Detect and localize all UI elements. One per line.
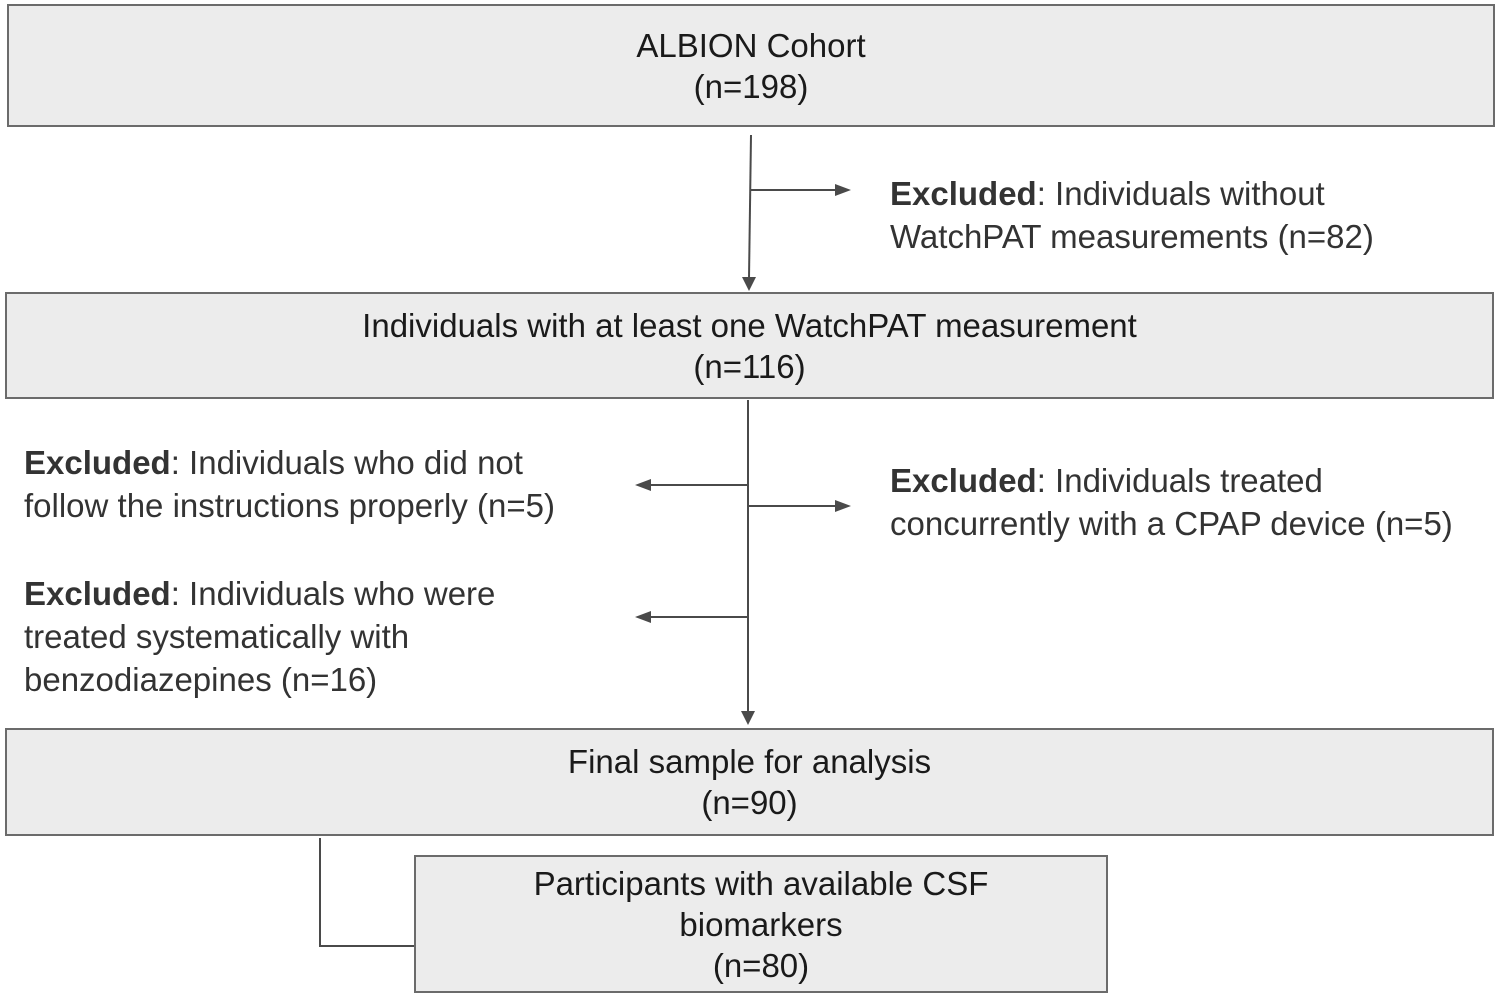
exclusion-text: benzodiazepines (n=16) [24, 661, 378, 698]
box-albion-cohort-count: (n=198) [693, 67, 809, 105]
box-final-sample-title: Final sample for analysis [567, 743, 932, 780]
exclusion-no-watchpat: Excluded: Individuals without WatchPAT m… [890, 172, 1374, 258]
exclusion-text: : Individuals who were [170, 575, 496, 612]
arrowhead-down-watchpat [742, 277, 756, 291]
connector-final-to-csf [319, 838, 414, 947]
exclusion-instructions: Excluded: Individuals who did not follow… [24, 441, 555, 527]
exclusion-label: Excluded [24, 444, 171, 481]
connector-cohort-to-watchpat [748, 134, 752, 279]
exclusion-benzodiazepines: Excluded: Individuals who were treated s… [24, 572, 495, 701]
exclusion-text: follow the instructions properly (n=5) [24, 487, 555, 524]
exclusion-label: Excluded [890, 462, 1037, 499]
box-csf-count: (n=80) [712, 946, 810, 984]
box-csf-title-line1: Participants with available CSF [533, 864, 989, 902]
exclusion-text: : Individuals treated [1036, 462, 1323, 499]
exclusion-text: WatchPAT measurements (n=82) [890, 218, 1374, 255]
box-watchpat: Individuals with at least one WatchPAT m… [5, 292, 1494, 399]
box-albion-cohort-title: ALBION Cohort [636, 26, 866, 64]
exclusion-text: concurrently with a CPAP device (n=5) [890, 505, 1453, 542]
box-csf-biomarkers: Participants with available CSF biomarke… [414, 855, 1108, 993]
box-final-sample-count: (n=90) [701, 784, 798, 821]
box-albion-cohort: ALBION Cohort (n=198) [7, 4, 1495, 127]
box-watchpat-count: (n=116) [693, 347, 806, 385]
exclusion-label: Excluded [24, 575, 171, 612]
arrowhead-left-benzo [635, 611, 651, 623]
arrowhead-right-cpap [835, 500, 851, 512]
arrowhead-right-no-watchpat [835, 184, 851, 196]
arrowhead-down-final [741, 711, 755, 725]
exclusion-text: treated systematically with [24, 618, 410, 655]
exclusion-text: : Individuals who did not [170, 444, 523, 481]
exclusion-text: : Individuals without [1036, 175, 1325, 212]
box-final-sample: Final sample for analysis (n=90) [5, 728, 1494, 836]
exclusion-cpap: Excluded: Individuals treated concurrent… [890, 459, 1453, 545]
box-csf-title-line2: biomarkers [679, 905, 843, 943]
arrowhead-left-instructions [635, 479, 651, 491]
box-watchpat-title: Individuals with at least one WatchPAT m… [362, 306, 1137, 344]
exclusion-label: Excluded [890, 175, 1037, 212]
